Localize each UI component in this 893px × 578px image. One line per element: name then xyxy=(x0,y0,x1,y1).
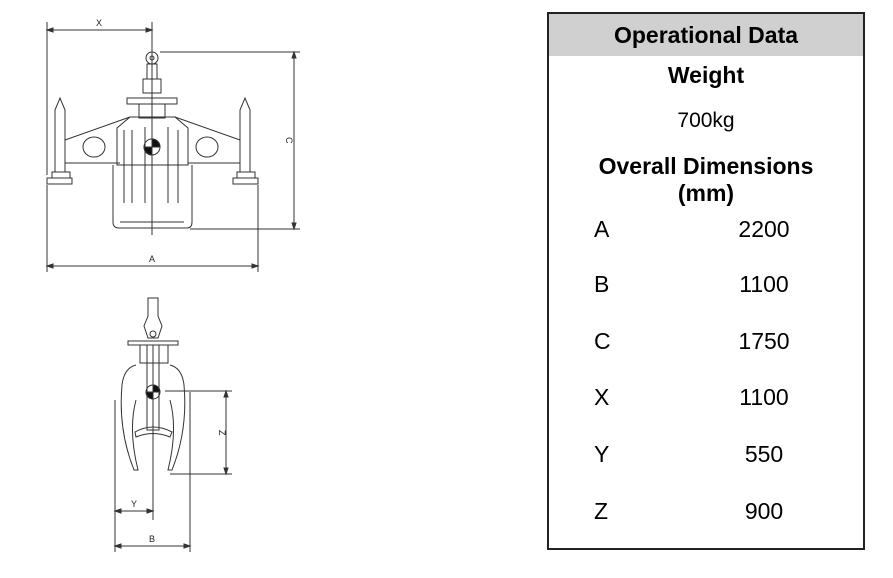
side-view: Z Y B xyxy=(113,297,232,552)
dimension-label-a: A xyxy=(149,254,155,264)
row-value: 900 xyxy=(744,498,784,524)
table-row: A 2200 xyxy=(549,216,863,246)
row-label: X xyxy=(594,384,610,410)
row-label: Y xyxy=(594,441,610,467)
weight-heading: Weight xyxy=(667,62,745,88)
table-title: Operational Data xyxy=(549,14,863,56)
row-value: 1100 xyxy=(739,384,789,410)
dimensions-unit: (mm) xyxy=(677,180,735,206)
dimension-label-x: X xyxy=(96,18,102,28)
dimension-label-y: Y xyxy=(131,499,137,509)
row-value: 1750 xyxy=(738,328,790,354)
row-label: C xyxy=(594,328,611,354)
row-label: A xyxy=(594,216,610,242)
row-label: Z xyxy=(594,498,609,524)
dimension-label-z: Z xyxy=(217,430,227,436)
front-view: X C A xyxy=(45,18,300,272)
table-row: Z 900 xyxy=(549,498,863,528)
weight-value: 700kg xyxy=(677,109,735,132)
row-value: 1100 xyxy=(739,271,789,297)
table-row: Y 550 xyxy=(549,441,863,471)
dimensions-heading: Overall Dimensions xyxy=(598,153,814,179)
operational-data-table: Operational Data Weight 700kg Overall Di… xyxy=(547,12,865,550)
row-label: B xyxy=(594,271,610,297)
table-row: C 1750 xyxy=(549,328,863,358)
dimension-label-c: C xyxy=(284,137,294,144)
row-value: 2200 xyxy=(738,216,790,242)
table-row: B 1100 xyxy=(549,271,863,301)
row-value: 550 xyxy=(744,441,784,467)
grab-technical-drawing: X C A xyxy=(45,18,300,552)
table-row: X 1100 xyxy=(549,384,863,414)
dimension-label-b: B xyxy=(149,534,155,544)
